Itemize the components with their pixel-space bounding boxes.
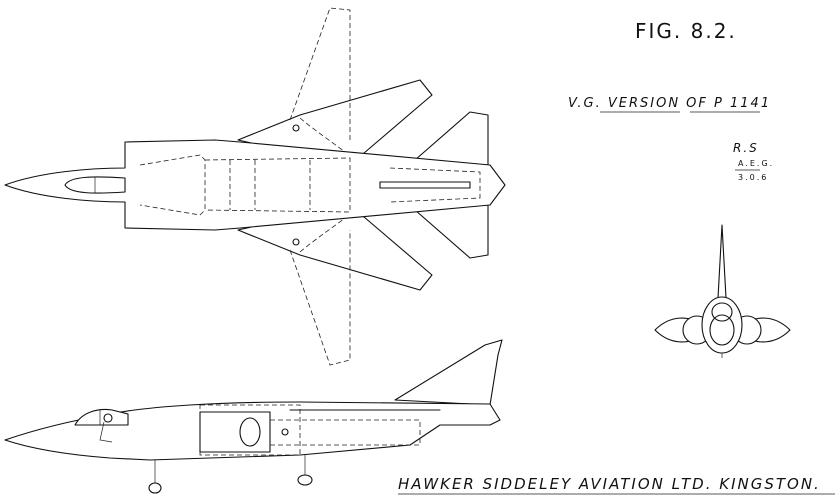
initials: R.S [733,141,759,155]
figure-label: FIG. 8.2. [635,19,737,43]
drawing-title: V.G. VERSION OF P 1141 [568,96,771,111]
front-view [654,224,791,358]
side-view [4,339,503,494]
date-code: 3.0.6 [738,173,768,182]
sub-initials: A.E.G. [738,159,774,168]
company-name: HAWKER SIDDELEY AVIATION LTD. KINGSTON. [398,475,821,493]
plan-view [4,7,506,366]
